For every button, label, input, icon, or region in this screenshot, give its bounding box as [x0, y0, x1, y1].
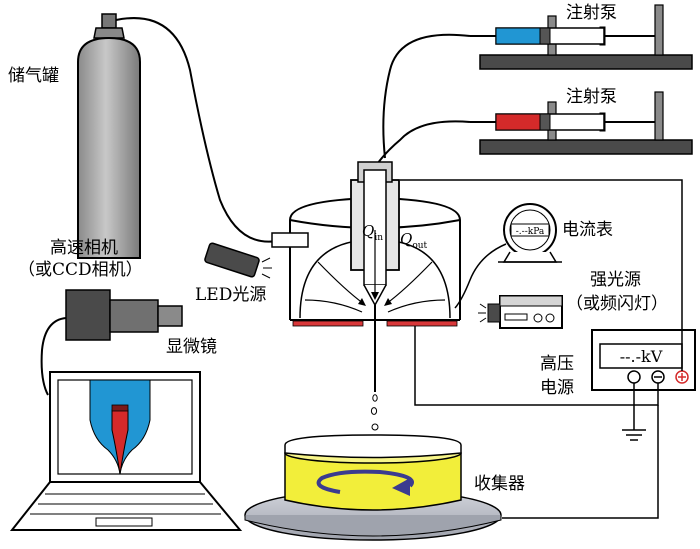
- laptop: [9, 371, 243, 531]
- hv-label-line2: 电源: [540, 378, 574, 398]
- strong-light-source: [478, 295, 563, 329]
- collector-wire: [502, 405, 659, 519]
- collector: [244, 434, 502, 541]
- ammeter-wire: [454, 243, 507, 309]
- strobe-label: （或频闪灯）: [566, 294, 668, 314]
- high-voltage-power-supply: [591, 329, 696, 391]
- hv-wire-electrode: [414, 326, 659, 406]
- syringe-pump-1: [470, 4, 693, 70]
- strong-light-label: 强光源: [590, 270, 641, 290]
- camera-cable: [40, 317, 67, 396]
- led-light-label: LED光源: [195, 285, 267, 305]
- q-in-symbol: Q: [362, 222, 375, 240]
- high-speed-camera: [65, 289, 183, 341]
- q-in-label: Qin: [362, 224, 383, 243]
- coaxial-needle: [350, 161, 400, 431]
- gas-tube: [115, 17, 283, 243]
- hv-label-line1: 高压: [540, 354, 574, 374]
- hv-wire-needle: [400, 179, 683, 371]
- microscope-label: 显微镜: [166, 337, 217, 357]
- high-speed-camera-label: 高速相机: [50, 238, 118, 258]
- ammeter: [498, 203, 562, 263]
- q-out-label: Qout: [400, 232, 427, 251]
- q-in-subscript: in: [374, 233, 383, 243]
- ammeter-display: -.--kPa: [516, 227, 545, 237]
- syringe-pump-2: [470, 91, 693, 155]
- gas-tank: [77, 13, 141, 259]
- syringe-pump-2-label: 注射泵: [566, 87, 617, 107]
- q-out-subscript: out: [412, 241, 428, 251]
- collector-label: 收集器: [474, 474, 525, 494]
- chamber: [271, 196, 461, 327]
- syringe-pump-1-label: 注射泵: [566, 3, 617, 23]
- ground-symbol: [622, 429, 646, 441]
- gas-tank-label: 储气罐: [8, 66, 59, 86]
- q-out-symbol: Q: [400, 230, 413, 248]
- tube-pump-1: [382, 33, 471, 159]
- ammeter-label: 电流表: [562, 220, 613, 240]
- led-light: [204, 242, 272, 279]
- ccd-camera-label: （或CCD相机）: [18, 260, 143, 280]
- hv-display: --.-kV: [620, 347, 663, 366]
